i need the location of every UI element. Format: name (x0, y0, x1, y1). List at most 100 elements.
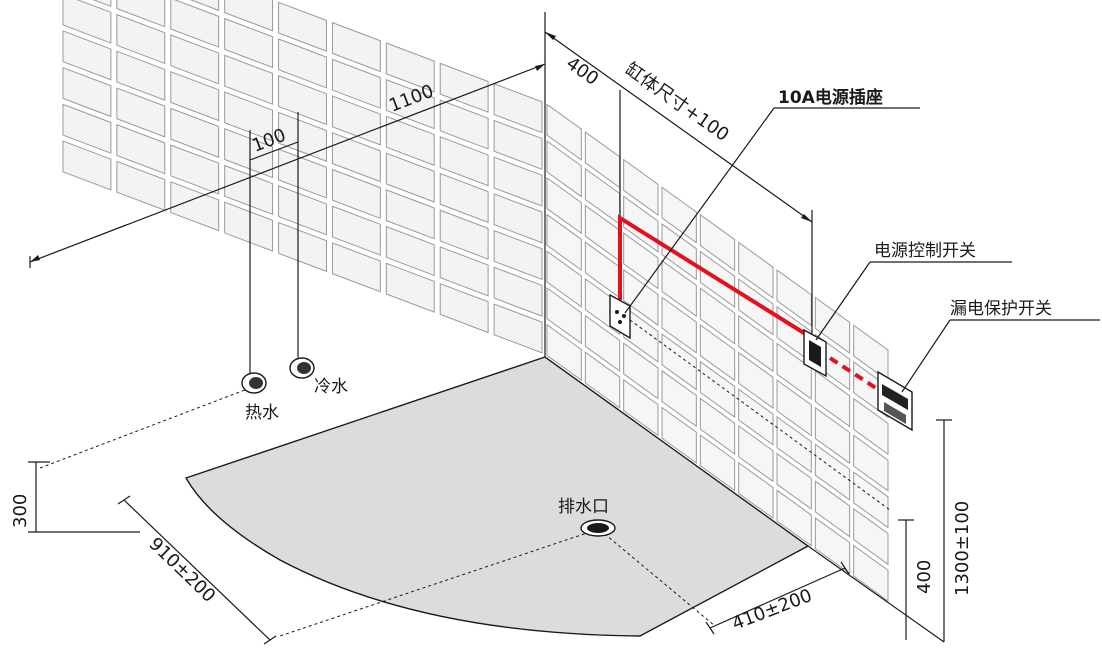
wall-tile (189, 0, 220, 12)
leakage-protection-switch (877, 370, 913, 432)
wall-tile (116, 50, 166, 101)
dimension-400-right: 400 (898, 519, 935, 640)
wall-tile (853, 544, 889, 602)
wall-tile (699, 213, 736, 272)
wall-tile (493, 193, 543, 244)
wall-tile (278, 185, 327, 236)
wall-tile (224, 201, 274, 252)
wall-tile (584, 314, 621, 373)
wall-tile (62, 30, 112, 81)
wall-tile (439, 136, 489, 187)
wall-tile (116, 87, 166, 138)
wall-tile (439, 209, 489, 260)
wall-tile (170, 144, 220, 195)
wall-tile (853, 434, 889, 492)
dimension-label-tub: 缸体尺寸+100 (621, 58, 733, 146)
wall-tile (814, 406, 851, 465)
wall-tile (546, 250, 582, 308)
dimension-label-300: 300 (10, 494, 31, 528)
wall-tile (661, 369, 697, 428)
wall-tile (738, 351, 774, 409)
wall-tile (62, 66, 112, 118)
wall-tile (493, 266, 543, 317)
wall-tile (699, 287, 736, 345)
wall-tile (385, 225, 435, 277)
socket-label: 10A电源插座 (778, 87, 883, 108)
wall-tile (385, 115, 435, 166)
pipe-height-line (39, 387, 251, 469)
wall-tile (776, 452, 812, 511)
wall-tile (661, 406, 697, 464)
wall-tile (776, 269, 812, 327)
hot-water-label: 热水 (245, 403, 279, 423)
wall-tile (623, 232, 659, 290)
cold-water-label: 冷水 (314, 377, 348, 397)
wall-tile (116, 13, 166, 65)
wall-tile (546, 213, 582, 271)
wall-tile (493, 119, 543, 171)
wall-tile (853, 397, 889, 456)
wall-tile (776, 415, 812, 474)
wall-tile (278, 38, 327, 89)
wall-tile (385, 42, 435, 93)
wall-tile (385, 152, 435, 203)
wall-tile (661, 333, 697, 391)
wall-tile (278, 74, 327, 126)
wall-tile (699, 434, 736, 492)
wall-tile (738, 241, 774, 299)
wall-tile (224, 17, 274, 69)
cold-water-pipe (289, 357, 315, 379)
wall-tile (493, 303, 543, 354)
dimension-label-410: 410±200 (729, 585, 815, 635)
wall-tile (738, 314, 774, 373)
wall-tile (493, 83, 543, 134)
dimension-label-1300: 1300±100 (952, 501, 973, 596)
wall-tile (331, 242, 381, 293)
wall-tile (623, 378, 659, 437)
wall-tile (584, 351, 621, 409)
wall-tile (170, 0, 220, 48)
wall-tile (853, 507, 889, 566)
wall-tile (661, 296, 697, 354)
wall-tile (439, 246, 489, 297)
wall-tile (224, 164, 274, 216)
dimension-label-400-top: 400 (562, 53, 602, 90)
wall-tile (224, 0, 274, 32)
leakage-callout: 漏电保护开关 (901, 299, 1100, 393)
dimension-1100: 1100 (29, 63, 546, 268)
wall-tile (170, 70, 220, 122)
power-wire (618, 214, 814, 340)
power-wire-dashed (828, 356, 884, 394)
wall-tile (331, 21, 381, 73)
dimension-300: 300 (10, 461, 140, 533)
switch-callout: 电源控制开关 (815, 241, 1012, 341)
wall-tile (814, 516, 851, 575)
dimension-label-400-right: 400 (914, 560, 935, 594)
wall-tile (493, 156, 543, 207)
wall-tile (776, 342, 812, 400)
wall-tile (776, 379, 812, 437)
wall-tile (278, 1, 327, 52)
wall-tile (623, 342, 659, 400)
wall-tile (62, 0, 112, 44)
leakage-switch-label: 漏电保护开关 (950, 299, 1052, 319)
wall-tile (224, 54, 274, 105)
wall-tile (224, 91, 274, 142)
wall-tile (738, 461, 774, 520)
drain-label: 排水口 (558, 497, 609, 517)
wall-tile (439, 282, 489, 334)
wall-tile (170, 181, 220, 232)
power-switch-label: 电源控制开关 (874, 241, 976, 261)
wall-tile (331, 95, 381, 146)
wall-tile (661, 259, 697, 318)
wall-tile (493, 229, 543, 281)
wall-tile (62, 103, 112, 154)
wall-tile (92, 0, 112, 8)
wall-tile (116, 0, 166, 28)
wall-tile (278, 111, 327, 162)
wall-tile (224, 128, 274, 179)
left-wall-tiles (62, 0, 543, 354)
wall-tile (814, 296, 851, 355)
wall-tile (546, 176, 582, 235)
